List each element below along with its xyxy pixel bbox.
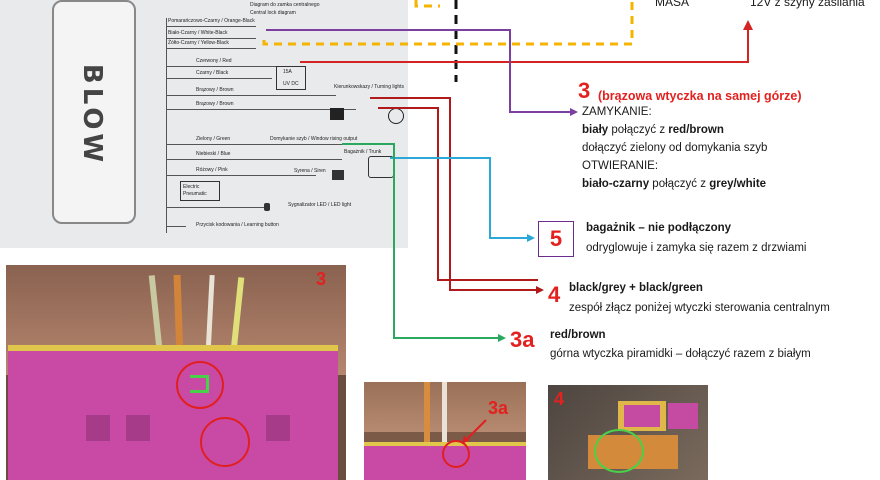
section-3a-desc: górna wtyczka piramidki – dołączyć razem… <box>550 348 811 360</box>
purple-line <box>266 29 572 113</box>
section-5-title: bagażnik – nie podłączony <box>586 222 732 234</box>
section-3-line3: biało-czarny połączyć z grey/white <box>582 178 767 190</box>
shock-sensor-box: Electric Pneumatic <box>180 181 220 201</box>
dark-red-line-b <box>378 107 538 281</box>
photo-connector-3: 3 <box>6 265 346 480</box>
diagram-label-pl: Diagram do zamka centralnego <box>250 2 320 8</box>
photo-connector-4: 4 <box>548 385 708 480</box>
orange-dashed-line <box>262 0 634 46</box>
red-12v-line <box>300 28 749 63</box>
window-rising-label: Domykanie szyb / Window rising output <box>270 136 358 142</box>
section-4-number: 4 <box>548 282 561 307</box>
photo-1-label: 3 <box>316 269 327 289</box>
siren-icon <box>332 170 344 180</box>
section-5-number: 5 <box>538 221 574 257</box>
wire-label-yellow-black: Żółto-Czarny / Yellow-Black <box>168 40 229 46</box>
dark-red-line-a <box>370 97 538 291</box>
trunk-label: Bagażnik / Trunk <box>344 149 382 155</box>
highlight-circle-bottom <box>200 417 250 467</box>
cyan-arrow-icon <box>527 234 535 242</box>
section-3-line1: biały połączyć z red/brown <box>582 124 724 136</box>
highlight-circle <box>442 440 470 468</box>
photo-connector-3a: 3a <box>364 382 526 480</box>
section-4-desc: zespół złącz poniżej wtyczki sterowania … <box>569 302 830 314</box>
masa-label: MASA <box>655 0 690 9</box>
fuse-box: UV DC 15A <box>276 66 306 90</box>
section-3-number: 3 <box>578 78 591 103</box>
green-line <box>342 143 500 339</box>
green-bracket-icon <box>190 375 209 393</box>
wire-orange <box>424 382 430 452</box>
wire-label-brown-2: Brązowy / Brown <box>196 101 234 107</box>
led-label: Sygnalizator LED / LED light <box>288 202 352 208</box>
cyan-line <box>390 157 530 239</box>
wire-label-white-black: Biało-Czarny / White-Black <box>168 30 228 36</box>
dark-red-arrow-icon <box>536 286 544 294</box>
highlight-circle-top <box>176 361 224 409</box>
supply-label: 12V z szyny zasilania <box>750 0 865 9</box>
wire-label-green: Zielony / Green <box>196 136 231 142</box>
otwieranie-heading: OTWIERANIE: <box>582 160 659 172</box>
turning-light-left-icon <box>330 108 344 120</box>
wire-label-brown-1: Brązowy / Brown <box>196 87 234 93</box>
purple-arrow-icon <box>570 108 578 116</box>
siren-label: Syrena / Siren <box>294 168 326 174</box>
section-5-desc: odryglowuje i zamyka się razem z drzwiam… <box>586 242 807 254</box>
section-3-title: (brązowa wtyczka na samej górze) <box>598 89 802 103</box>
pink-connector-body <box>8 345 338 480</box>
pink-connector <box>624 405 660 427</box>
highlight-circle-green <box>594 429 644 473</box>
diagram-label-en: Central lock diagram <box>250 10 296 16</box>
section-3a-number: 3a <box>510 327 535 352</box>
wiring-manual-scan: BLOW Diagram do zamka centralnego Centra… <box>0 0 408 248</box>
alarm-unit-outline <box>52 0 136 224</box>
zamykanie-heading: ZAMYKANIE: <box>582 106 652 118</box>
green-arrow-icon <box>498 334 506 342</box>
red-arrow-up-icon <box>743 20 753 30</box>
photo-3-label: 4 <box>554 389 565 409</box>
section-3a-title: red/brown <box>550 329 606 341</box>
wire-label-black: Czarny / Black <box>196 70 229 76</box>
wire-white <box>442 382 447 452</box>
wire-label-red: Czerwony / Red <box>196 58 232 64</box>
orange-dashed-line-top <box>414 0 440 8</box>
photo-2-label: 3a <box>488 398 509 418</box>
led-icon <box>264 203 270 211</box>
turning-lights-label: Kierunkowskazy / Turning lights <box>334 84 405 90</box>
section-4-title: black/grey + black/green <box>569 282 703 294</box>
wire-label-pink: Różowy / Pink <box>196 167 228 173</box>
section-3-line2: dołączyć zielony od domykania szyb <box>582 142 768 154</box>
wire-label-blue: Niebieski / Blue <box>196 151 231 157</box>
wire-label-orange-black: Pomarańczowo-Czarny / Orange-Black <box>168 18 255 24</box>
learning-button-label: Przycisk kodowania / Learning button <box>196 222 279 228</box>
